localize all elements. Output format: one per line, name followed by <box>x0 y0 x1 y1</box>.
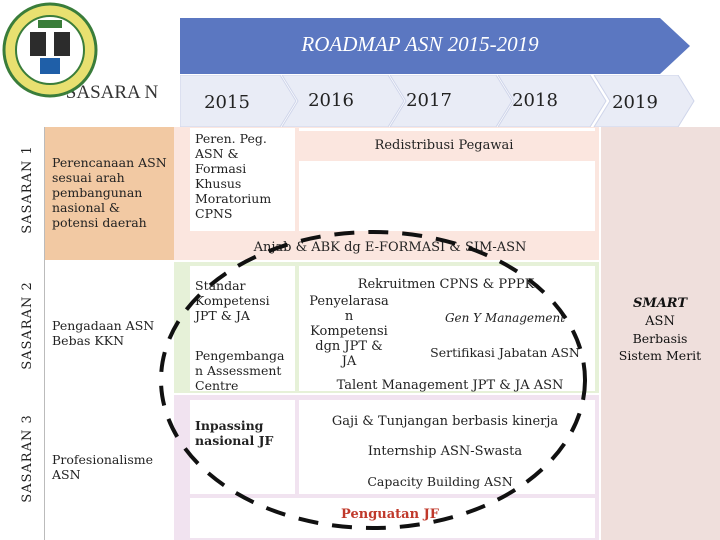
sasaran1-cell <box>44 127 174 260</box>
penguatan-text: Penguatan JF <box>341 507 439 522</box>
row1-2015-cell <box>190 128 295 231</box>
row3-left-cell <box>190 400 295 494</box>
sasaran2-side-label: SASARAN 2 <box>20 281 35 370</box>
smart-line-4: Sistem Merit <box>618 348 702 363</box>
row1-redistribusi-bar <box>299 131 595 161</box>
page-title: ROADMAP ASN 2015-2019 <box>301 32 539 56</box>
pengembangan-text: Pengembanga n Assessment Centre <box>195 348 285 393</box>
year-2015: 2015 <box>204 92 250 113</box>
sasaran2-text: Pengadaan ASN Bebas KKN <box>52 318 155 348</box>
sasaran2-cell <box>44 262 174 393</box>
year-2018: 2018 <box>512 90 558 111</box>
row2-right-cell <box>299 266 595 391</box>
rekruitmen-text: Rekruitmen CPNS & PPPK <box>357 277 535 292</box>
logo-emblem-icon <box>2 2 98 98</box>
redistribusi-text: Redistribusi Pegawai <box>374 138 514 153</box>
sasaran3-cell <box>44 395 174 540</box>
row2-left-cell <box>190 266 295 391</box>
penyelarasan-text: Penyelarasa n Kompetensi dgn JPT & JA <box>309 294 389 369</box>
sasaran-heading: SASARA N <box>65 82 159 103</box>
smart-title-2: ASN <box>645 314 675 329</box>
sertifikasi-text: Sertifikasi Jabatan ASN <box>430 345 580 360</box>
capacity-building-label: Capacity Building ASN <box>367 474 513 489</box>
year-2017: 2017 <box>406 90 452 111</box>
years-arrow <box>180 75 695 127</box>
sasaran1-side-label: SASARAN 1 <box>20 145 35 234</box>
internship-text: Internship ASN-Swasta <box>367 444 523 459</box>
smart-title-1: SMART <box>632 296 688 311</box>
inpassing-text: Inpassing nasional JF <box>195 418 274 448</box>
sasaran3-text: Profesionalisme ASN <box>52 452 154 482</box>
year-2019: 2019 <box>612 92 658 113</box>
title-arrow <box>180 18 690 74</box>
row1-anjab-bar <box>190 235 595 259</box>
row3-penguatan-bar <box>190 498 595 538</box>
side-divider-1 <box>44 127 45 540</box>
row3-right-cell <box>299 400 595 494</box>
standar-text: Standar Kompetensi JPT & JA <box>195 278 270 323</box>
anjab-text: Anjab & ABK dg E-FORMASI & SIM-ASN <box>253 240 527 255</box>
sasaran1-text: Perencanaan ASN sesuai arah pembangunan … <box>52 155 167 230</box>
smart-column <box>601 127 720 540</box>
sasaran3-side-label: SASARAN 3 <box>20 414 35 503</box>
talent-text: Talent Management JPT & JA ASN <box>336 378 564 393</box>
year-2016: 2016 <box>308 90 354 111</box>
row1-peren-text: Peren. Peg. ASN & Formasi Khusus Morator… <box>195 131 272 221</box>
dashed-cycle-circle <box>159 230 587 530</box>
gaji-text: Gaji & Tunjangan berbasis kinerja <box>331 414 559 429</box>
gen-y-text: Gen Y Management <box>444 311 566 325</box>
capacity-building-text: Capacity Building ASN <box>300 474 580 489</box>
smart-line-3: Berbasis <box>632 331 688 346</box>
